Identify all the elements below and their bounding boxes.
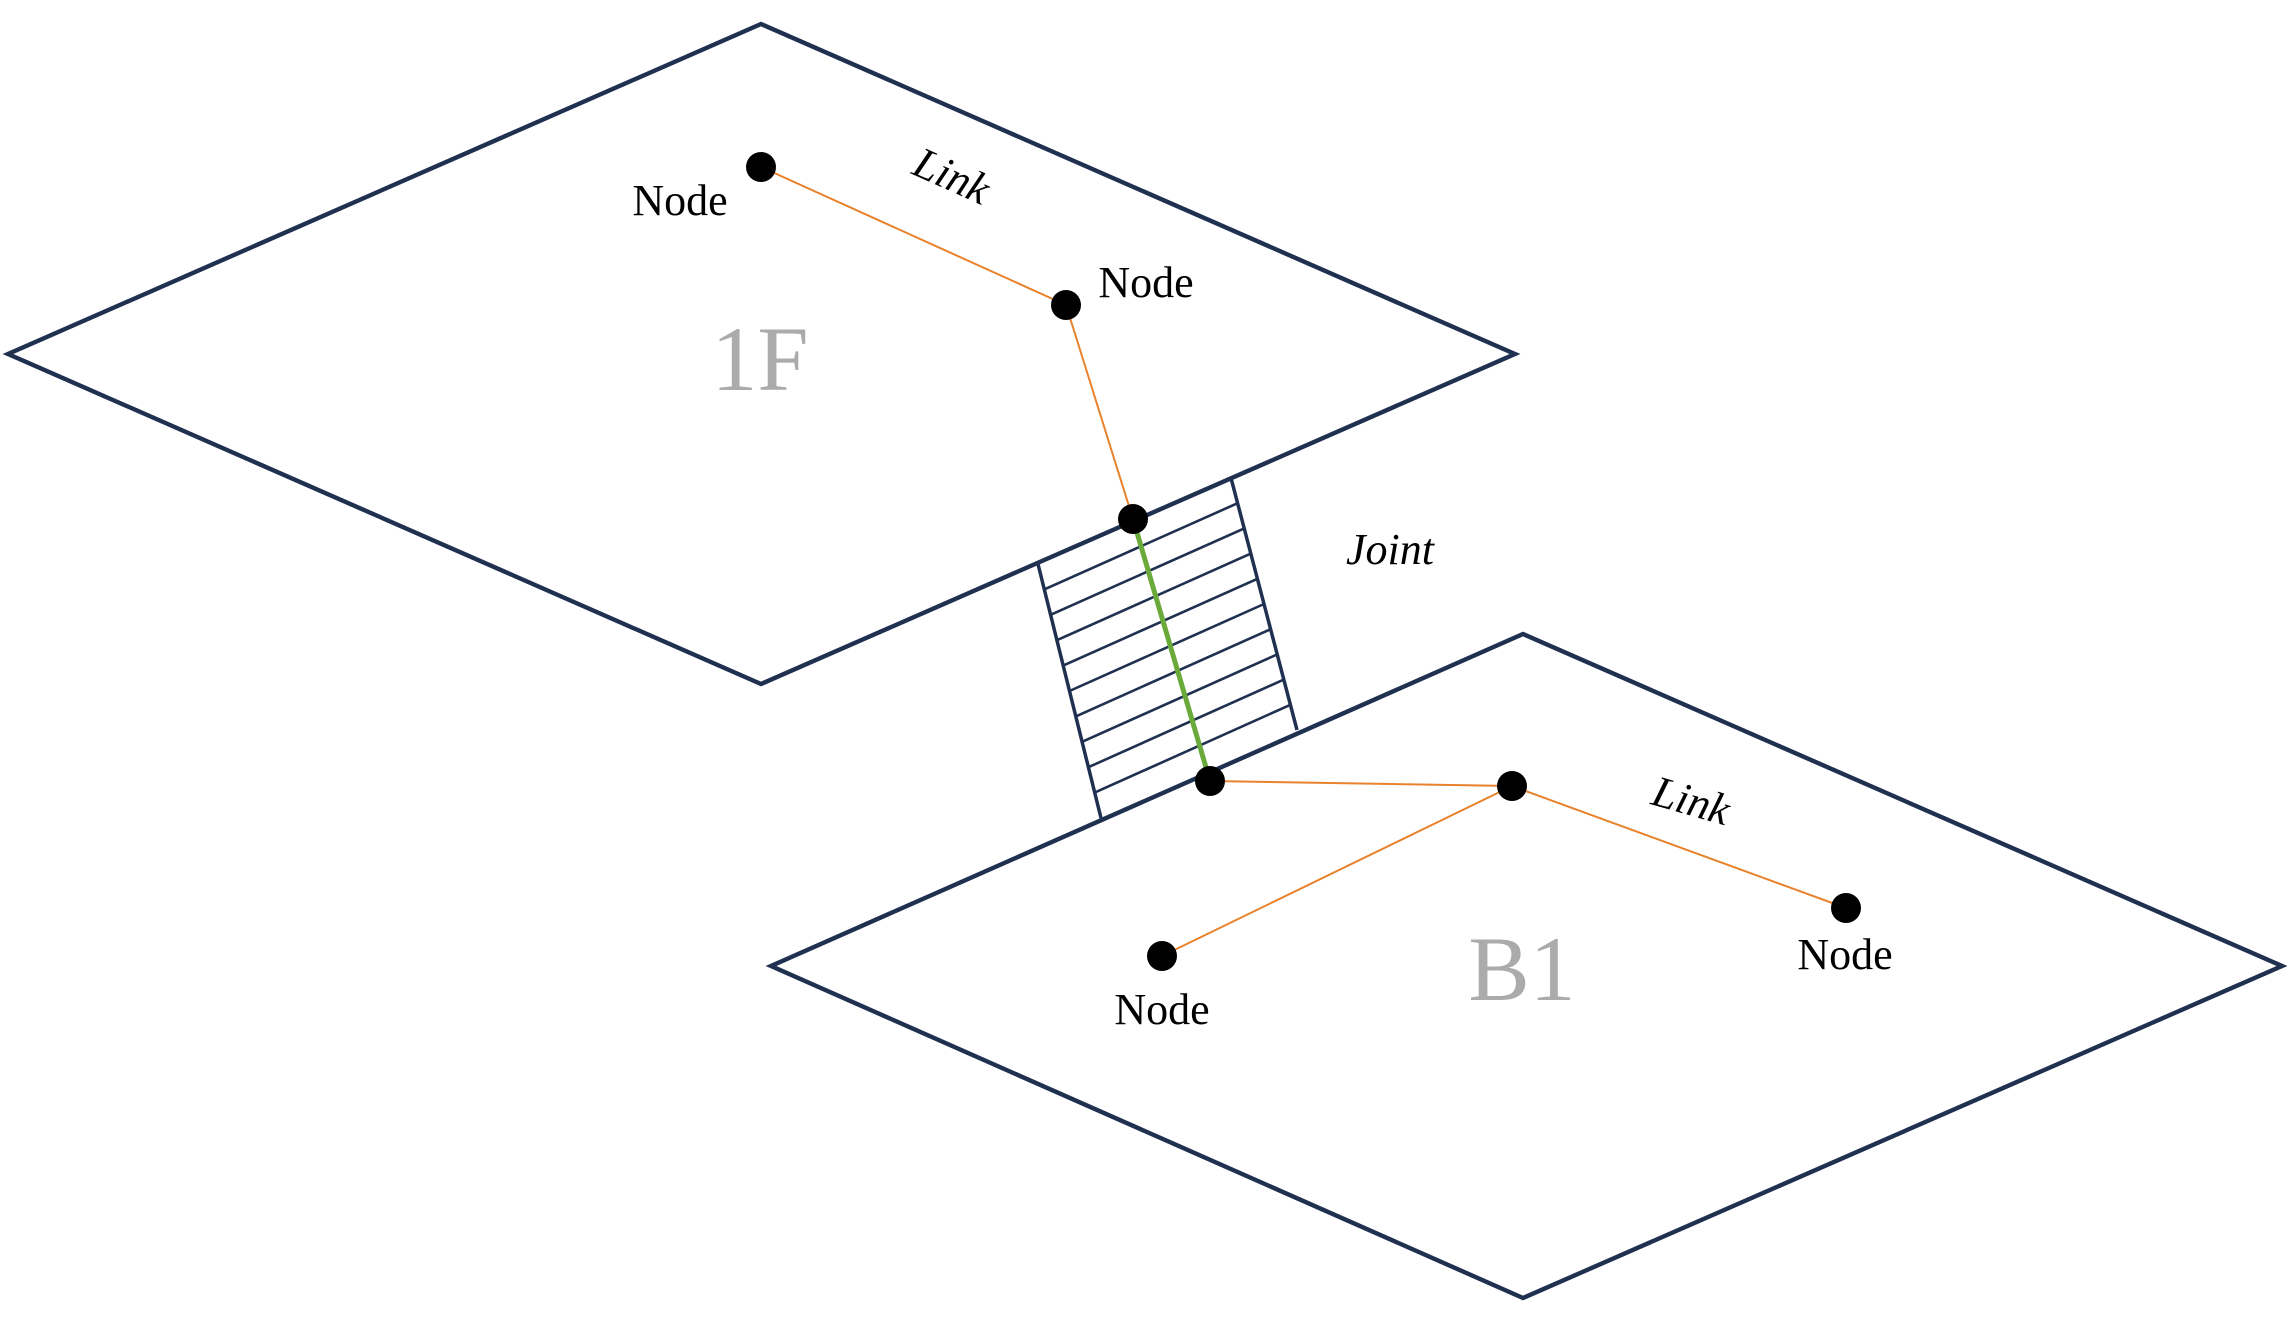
link-connector xyxy=(1511,785,1847,909)
staircase xyxy=(1036,477,1299,819)
stair-step xyxy=(1075,628,1272,718)
node-label: Node xyxy=(1797,930,1892,979)
stair-step xyxy=(1087,678,1285,769)
node-point xyxy=(1831,893,1861,923)
floor-1f-plane xyxy=(2,21,1521,687)
stair-step xyxy=(1081,653,1278,743)
floor-label-b1: B1 xyxy=(1468,918,1575,1020)
joint-label: Joint xyxy=(1346,525,1436,574)
node-point xyxy=(1118,504,1148,534)
link-connector xyxy=(1161,785,1513,957)
node-point xyxy=(1147,941,1177,971)
link-connector xyxy=(1209,780,1513,787)
stair-step xyxy=(1094,703,1291,794)
joint-connector xyxy=(1130,516,1213,784)
stair-step xyxy=(1062,577,1258,667)
link-connector xyxy=(760,166,1067,306)
node-point xyxy=(1195,766,1225,796)
link-connector xyxy=(1065,304,1134,520)
node-label: Node xyxy=(632,176,727,225)
node-point xyxy=(1051,290,1081,320)
floor-b1-plane xyxy=(765,631,2288,1301)
stair-step xyxy=(1068,602,1265,693)
node-label: Node xyxy=(1114,985,1209,1034)
node-label: Node xyxy=(1098,258,1193,307)
node-point xyxy=(746,152,776,182)
floor-label-1f: 1F xyxy=(711,308,808,410)
node-point xyxy=(1497,771,1527,801)
